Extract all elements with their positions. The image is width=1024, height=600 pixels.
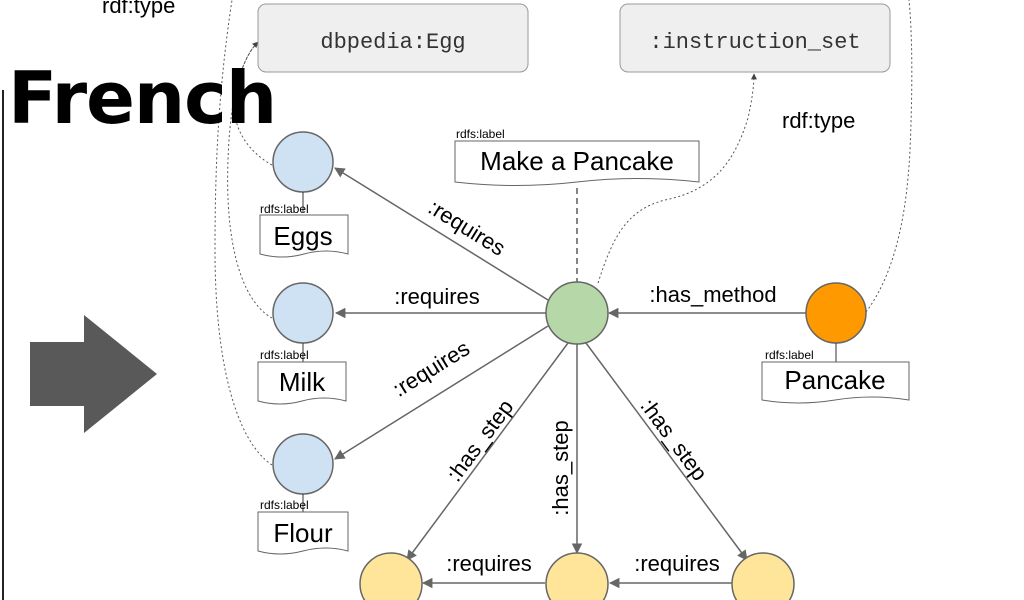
- edge-has-step-left: [406, 342, 569, 561]
- ingredient-tag-milk: rdfs:label: [260, 348, 309, 362]
- rdf-type-links: [214, 0, 913, 466]
- ingredient-node-eggs: [272, 131, 334, 193]
- dish-label-text: Pancake: [784, 365, 885, 395]
- ingredient-label-milk: rdfs:label Milk: [257, 343, 347, 405]
- right-arrow-icon: [30, 315, 157, 433]
- step-node-middle: [545, 552, 609, 600]
- dotted-link-pancake-to-class: [865, 0, 913, 313]
- dish-label-tag: rdfs:label: [765, 348, 814, 362]
- ingredient-node-milk: [272, 282, 334, 344]
- solid-edges: [334, 167, 806, 589]
- edge-label-has-step-right: :has_step: [636, 394, 713, 485]
- edge-label-step-requires-right: :requires: [634, 551, 720, 576]
- slide-title: French: [8, 56, 277, 140]
- dish-label-box: [761, 361, 910, 404]
- edge-label-has-step-middle: :has_step: [548, 420, 573, 515]
- edge-label-requires-eggs: :requires: [424, 194, 510, 260]
- ingredient-box-milk: [257, 361, 347, 405]
- step-node-right: [731, 552, 795, 600]
- dish-node-pancake: [805, 282, 867, 344]
- method-label-text: Make a Pancake: [480, 146, 674, 176]
- instruction-set-class-label: :instruction_set: [649, 30, 860, 55]
- method-label-box: [454, 140, 700, 186]
- dotted-link-eggs-to-egg-class: [233, 41, 273, 166]
- ingredient-text-milk: Milk: [279, 367, 326, 397]
- edge-label-requires-milk: :requires: [394, 284, 480, 309]
- instruction-set-class-box: [619, 3, 891, 73]
- ingredient-label-flour: rdfs:label Flour: [257, 494, 349, 555]
- ingredient-node-flour: [272, 433, 334, 495]
- dotted-link-method-to-instruction-set: [597, 73, 757, 284]
- edge-label-requires-flour: :requires: [388, 335, 474, 401]
- rdf-type-label-right: rdf:type: [782, 108, 855, 133]
- ingredient-tag-eggs: rdfs:label: [260, 202, 309, 216]
- ingredient-box-flour: [257, 511, 349, 555]
- edge-label-has-method: :has_method: [649, 282, 776, 307]
- ingredient-text-eggs: Eggs: [273, 221, 332, 251]
- egg-class-box: [257, 3, 529, 73]
- edge-requires-flour: [334, 325, 549, 460]
- method-node: [545, 281, 609, 345]
- rdf-type-label-top: rdf:type: [102, 0, 175, 18]
- method-label-tag: rdfs:label: [456, 127, 505, 141]
- edge-label-has-step-left: :has_step: [442, 395, 519, 486]
- slide-edge-bar: [2, 90, 4, 600]
- step-node-left: [359, 552, 423, 600]
- ingredient-label-eggs: rdfs:label Eggs: [259, 192, 349, 258]
- edge-label-step-requires-left: :requires: [446, 551, 532, 576]
- edge-has-step-right: [585, 342, 748, 561]
- egg-class-label: dbpedia:Egg: [320, 30, 465, 55]
- dotted-link-flour-to-egg-class: [214, 0, 273, 466]
- ingredient-text-flour: Flour: [273, 518, 333, 548]
- ingredient-tag-flour: rdfs:label: [260, 498, 309, 512]
- ingredient-box-eggs: [259, 214, 349, 258]
- edge-requires-eggs: [334, 167, 549, 301]
